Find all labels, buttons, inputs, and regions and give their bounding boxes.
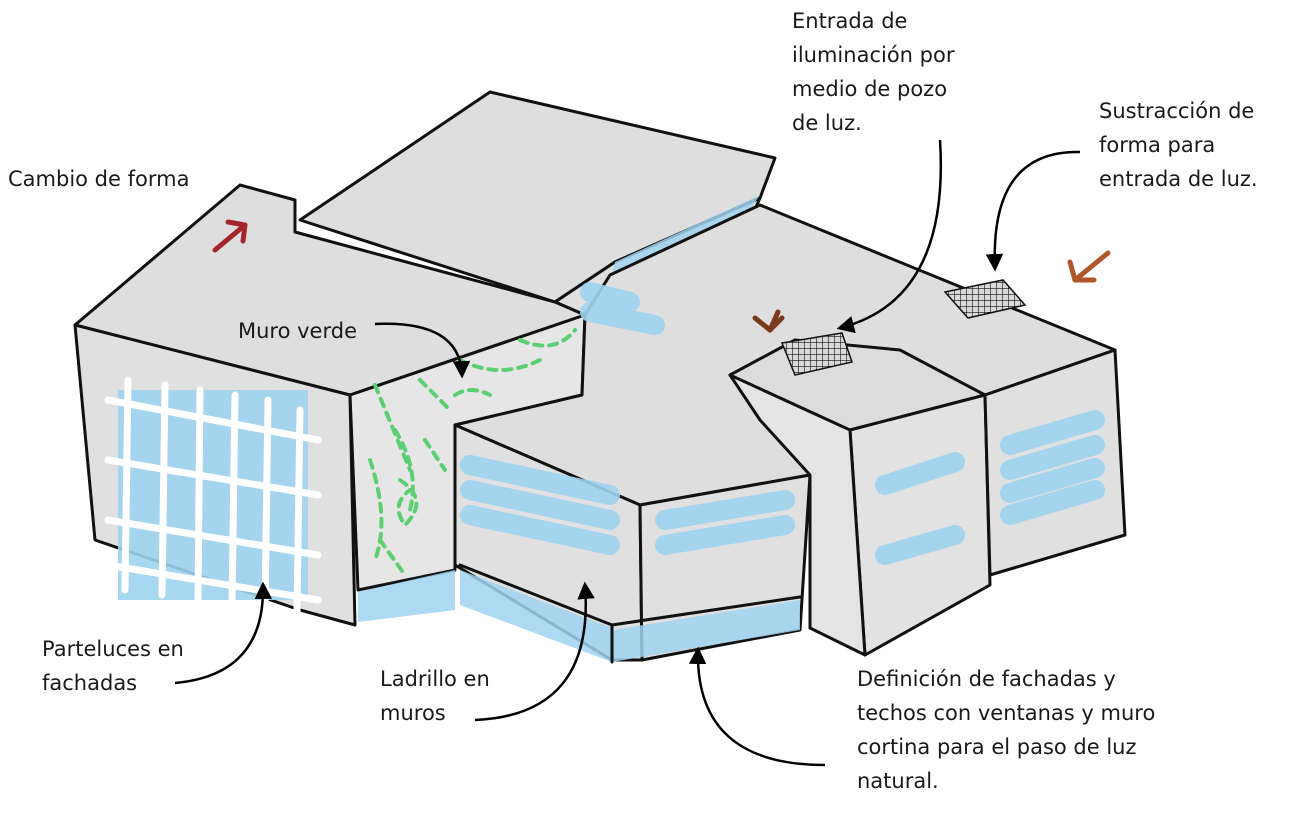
leader-lines [174, 139, 1081, 767]
tower-left-face [728, 373, 867, 657]
label-line: Sustracción de [1099, 99, 1255, 123]
skylights [780, 279, 1027, 376]
label-line: de luz. [792, 111, 862, 135]
label-line: Muro verde [238, 319, 357, 343]
parteluces-grid [104, 376, 322, 616]
base-glass-left [358, 570, 455, 622]
leader-definicion [688, 646, 826, 767]
red-arrow [212, 219, 248, 253]
label-line: natural. [857, 769, 939, 793]
label-line: Parteluces en [42, 637, 184, 661]
skylight-mesh-center [780, 332, 853, 376]
label-ladrillo: Ladrillo en muros [380, 662, 490, 730]
label-sustraccion: Sustracción de forma para entrada de luz. [1099, 94, 1258, 196]
label-line: cortina para el paso de luz [857, 735, 1137, 759]
upper-glass [612, 195, 760, 275]
label-line: fachadas [42, 671, 138, 695]
base-glass-center [460, 570, 612, 662]
brown-arrow [752, 309, 785, 333]
leader-muro-verde [374, 322, 471, 379]
leader-parteluces [174, 581, 273, 685]
skylight-mesh-right [943, 279, 1027, 319]
leader-pozo [836, 139, 943, 334]
label-line: Cambio de forma [8, 167, 190, 191]
label-line: techos con ventanas y muro [857, 701, 1156, 725]
base-glass-right [612, 600, 800, 662]
label-entrada-iluminacion: Entrada de iluminación por medio de pozo de… [792, 4, 954, 140]
label-definicion: Definición de fachadas y techos con venta… [857, 662, 1155, 798]
label-parteluces: Parteluces en fachadas [42, 632, 184, 700]
label-line: Ladrillo en [380, 667, 490, 691]
leader-sustraccion [985, 150, 1081, 272]
label-line: entrada de luz. [1099, 167, 1258, 191]
leader-ladrillo [474, 581, 595, 722]
tower-front-face [848, 393, 992, 657]
marker-arrows [212, 219, 1111, 333]
green-wall-pattern [368, 328, 577, 577]
orange-arrow [1067, 250, 1111, 283]
label-line: Entrada de [792, 9, 908, 33]
label-cambio-de-forma: Cambio de forma [8, 162, 189, 196]
window-strips [460, 282, 1105, 565]
label-line: iluminación por [792, 43, 955, 67]
label-line: medio de pozo [792, 77, 948, 101]
label-line: Definición de fachadas y [857, 667, 1116, 691]
label-line: muros [380, 701, 446, 725]
label-muro-verde: Muro verde [238, 314, 357, 348]
label-line: forma para [1099, 133, 1216, 157]
